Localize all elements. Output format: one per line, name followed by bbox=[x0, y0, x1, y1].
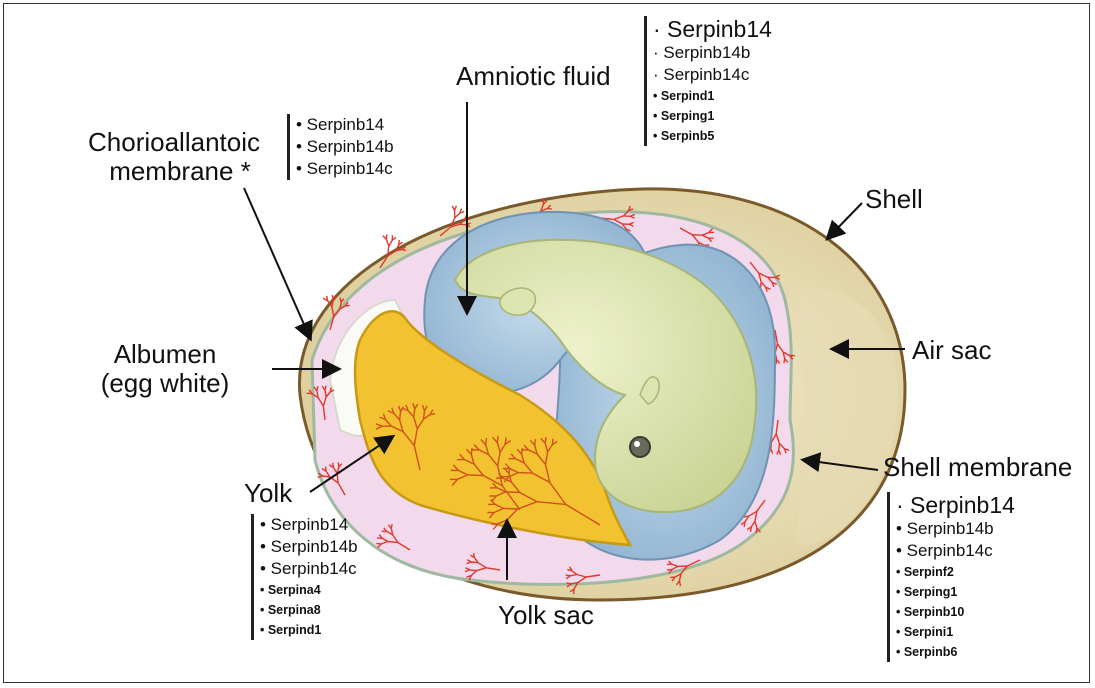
vessel-segment bbox=[567, 583, 572, 584]
gene-item: • Serpinb14c bbox=[260, 558, 358, 580]
label-shell: Shell bbox=[865, 184, 923, 214]
vessel-segment bbox=[776, 360, 777, 365]
gene-item: • Serping1 bbox=[653, 106, 772, 126]
vessel-segment bbox=[784, 359, 785, 364]
label-air-sac: Air sac bbox=[912, 335, 991, 365]
vessel-segment bbox=[386, 239, 388, 246]
gene-item: • Serpinf2 bbox=[896, 562, 1015, 582]
gene-item: • Serpinb14b bbox=[260, 536, 358, 558]
vessel-segment bbox=[518, 473, 532, 474]
vessel-segment bbox=[455, 206, 457, 211]
vessel-segment bbox=[545, 437, 546, 443]
gene-item: • Serpina4 bbox=[260, 580, 358, 600]
label-chorioallantoic-line1: Chorioallantoic bbox=[74, 127, 274, 157]
gene-item: • Serpini1 bbox=[896, 622, 1015, 642]
vessel-segment bbox=[522, 448, 523, 454]
arrow-shell bbox=[828, 203, 862, 238]
vessel-segment bbox=[471, 448, 472, 455]
gene-item: • Serpind1 bbox=[260, 620, 358, 640]
gene-item: • Serpinb5 bbox=[653, 126, 772, 146]
gene-item: • Serpind1 bbox=[653, 86, 772, 106]
vessel-segment bbox=[692, 235, 702, 236]
vessel-segment bbox=[470, 570, 477, 571]
vessel-segment bbox=[430, 414, 435, 415]
gene-item: • Serpinb14 bbox=[296, 114, 394, 136]
vessel-segment bbox=[326, 467, 327, 472]
vessel-segment bbox=[389, 240, 392, 246]
gene-item: • Serpina8 bbox=[260, 600, 358, 620]
gene-item: • Serpinb14b bbox=[296, 136, 394, 158]
eye-highlight bbox=[634, 441, 640, 447]
vessel-segment bbox=[391, 524, 392, 528]
label-chorioallantoic-line2: membrane * bbox=[80, 156, 280, 186]
vessel-segment bbox=[455, 213, 460, 218]
label-amniotic-fluid: Amniotic fluid bbox=[456, 61, 611, 91]
vessel-segment bbox=[402, 250, 406, 251]
vessel-segment bbox=[468, 475, 484, 476]
vessel-segment bbox=[400, 412, 401, 420]
label-shell-membrane: Shell membrane bbox=[883, 452, 1072, 482]
vessel-segment bbox=[779, 443, 780, 450]
gene-item: • Serpinb14b bbox=[896, 518, 1015, 540]
arrow-chorioallantoic bbox=[244, 188, 310, 338]
gene-item: • Serpinb6 bbox=[896, 642, 1015, 662]
label-yolk: Yolk bbox=[244, 478, 292, 508]
gene-item: · Serpinb14c bbox=[653, 64, 772, 86]
vessel-segment bbox=[756, 528, 757, 533]
gene-item: • Serpinb14c bbox=[296, 158, 394, 180]
vessel-segment bbox=[486, 438, 487, 445]
embryo-eye bbox=[630, 437, 650, 457]
label-albumen-line1: Albumen bbox=[80, 339, 250, 369]
label-albumen-line2: (egg white) bbox=[80, 368, 250, 398]
gene-list-amniotic-fluid: · Serpinb14 · Serpinb14b · Serpinb14c • … bbox=[644, 16, 772, 146]
label-yolk-sac: Yolk sac bbox=[498, 600, 594, 630]
gene-list-shell-membrane: · Serpinb14 • Serpinb14b • Serpinb14c • … bbox=[887, 492, 1015, 662]
gene-item: • Serpinb14c bbox=[896, 540, 1015, 562]
vessel-segment bbox=[414, 409, 415, 417]
gene-item: · Serpinb14 bbox=[896, 492, 1015, 518]
vessel-segment bbox=[504, 508, 518, 509]
gene-item: • Serpinb14 bbox=[260, 514, 358, 536]
gene-item: • Serpinb10 bbox=[896, 602, 1015, 622]
vessel-segment bbox=[535, 439, 536, 445]
gene-item: · Serpinb14 bbox=[653, 16, 772, 42]
vessel-segment bbox=[497, 436, 498, 443]
vessel-segment bbox=[460, 224, 466, 225]
gene-item: · Serpinb14b bbox=[653, 42, 772, 64]
vessel-segment bbox=[474, 553, 475, 557]
vessel-segment bbox=[566, 575, 571, 576]
gene-list-yolk: • Serpinb14 • Serpinb14b • Serpinb14c • … bbox=[251, 514, 358, 640]
gene-list-chorioallantoic: • Serpinb14 • Serpinb14b • Serpinb14c bbox=[287, 114, 394, 180]
gene-item: • Serping1 bbox=[896, 582, 1015, 602]
vessel-segment bbox=[333, 463, 334, 468]
